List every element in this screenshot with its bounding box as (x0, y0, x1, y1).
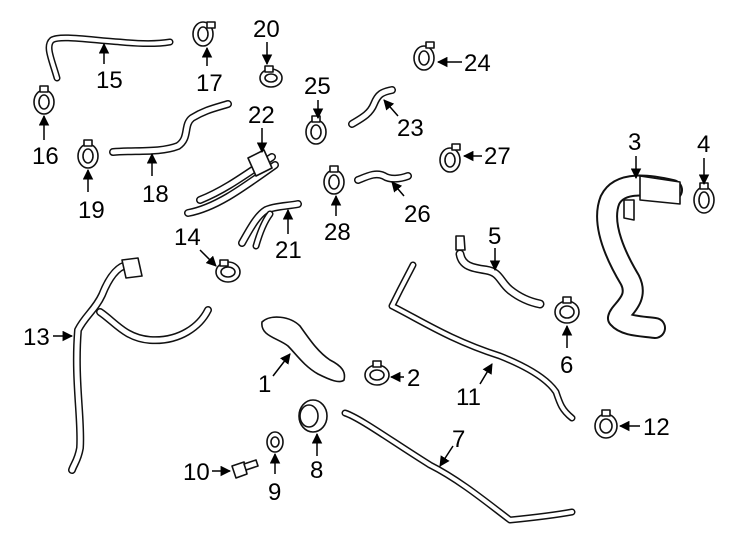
clamp-16 (33, 85, 55, 115)
hose-23 (348, 86, 396, 128)
svg-text:1: 1 (258, 371, 271, 398)
cap-8 (298, 399, 328, 433)
svg-text:11: 11 (456, 384, 481, 411)
callout-9: 9 (268, 452, 281, 506)
clamp-24 (413, 41, 435, 71)
svg-text:24: 24 (464, 50, 491, 77)
bolt-10 (231, 459, 259, 479)
callout-26: 26 (391, 181, 431, 228)
svg-text:12: 12 (643, 414, 670, 441)
svg-text:18: 18 (142, 181, 169, 208)
svg-text:27: 27 (484, 143, 511, 170)
svg-text:28: 28 (324, 219, 351, 246)
callout-15: 15 (96, 42, 123, 94)
svg-text:4: 4 (697, 131, 710, 158)
hose-assembly-13 (68, 257, 212, 474)
clamp-17 (192, 21, 216, 47)
clamp-6 (554, 296, 580, 324)
svg-text:21: 21 (275, 237, 302, 264)
callout-20: 20 (253, 16, 280, 66)
clamp-25 (305, 115, 327, 145)
hose-26 (354, 170, 412, 184)
svg-text:5: 5 (488, 223, 501, 250)
svg-text:16: 16 (32, 143, 59, 170)
svg-text:19: 19 (78, 197, 105, 224)
callout-5: 5 (488, 223, 501, 272)
callout-24: 24 (436, 50, 491, 77)
hose-15 (45, 34, 174, 82)
callout-17: 17 (196, 46, 223, 97)
callout-7: 7 (439, 426, 465, 467)
svg-text:26: 26 (404, 201, 431, 228)
fitting-21 (238, 200, 302, 250)
callout-13: 13 (23, 324, 74, 351)
callout-14: 14 (174, 224, 217, 267)
clamp-14 (215, 259, 241, 283)
svg-text:6: 6 (560, 352, 573, 379)
callout-10: 10 (183, 459, 232, 486)
washer-9 (266, 431, 284, 453)
svg-text:2: 2 (407, 365, 420, 392)
clamp-28 (323, 165, 345, 195)
hose-elbow-1 (261, 316, 346, 383)
callout-21: 21 (275, 208, 302, 264)
callout-6: 6 (560, 324, 573, 379)
clamp-12 (594, 409, 618, 439)
hose-assembly-22 (184, 149, 279, 217)
svg-text:23: 23 (397, 115, 424, 142)
pipe-7 (341, 409, 576, 524)
callout-27: 27 (462, 143, 511, 170)
svg-text:17: 17 (196, 70, 223, 97)
clamp-27 (439, 143, 461, 173)
clamp-4 (693, 182, 715, 214)
svg-text:20: 20 (253, 16, 280, 43)
svg-text:25: 25 (304, 73, 331, 100)
callout-18: 18 (142, 152, 169, 208)
hose-3 (596, 174, 683, 339)
callout-1: 1 (258, 353, 291, 398)
svg-text:14: 14 (174, 224, 201, 251)
callout-19: 19 (78, 168, 105, 224)
clamp-20 (259, 65, 283, 88)
callout-3: 3 (628, 129, 641, 180)
svg-text:7: 7 (452, 426, 465, 453)
svg-text:9: 9 (268, 479, 281, 506)
hose-18 (109, 100, 232, 156)
callout-22: 22 (248, 102, 275, 154)
callout-23: 23 (383, 99, 424, 142)
svg-text:10: 10 (183, 459, 210, 486)
svg-text:8: 8 (310, 457, 323, 484)
svg-text:15: 15 (96, 67, 123, 94)
clamp-2 (364, 360, 390, 386)
clamp-19 (77, 139, 99, 169)
callout-8: 8 (310, 432, 323, 484)
callout-28: 28 (324, 194, 351, 246)
callout-12: 12 (618, 414, 670, 441)
pipe-5 (455, 235, 545, 309)
callout-2: 2 (389, 365, 420, 392)
svg-text:3: 3 (628, 129, 641, 156)
pipe-11 (388, 261, 576, 422)
callout-4: 4 (697, 131, 710, 186)
callout-11: 11 (456, 363, 493, 411)
callout-25: 25 (304, 73, 331, 120)
callout-16: 16 (32, 114, 59, 170)
svg-text:22: 22 (248, 102, 275, 129)
svg-text:13: 13 (23, 324, 50, 351)
